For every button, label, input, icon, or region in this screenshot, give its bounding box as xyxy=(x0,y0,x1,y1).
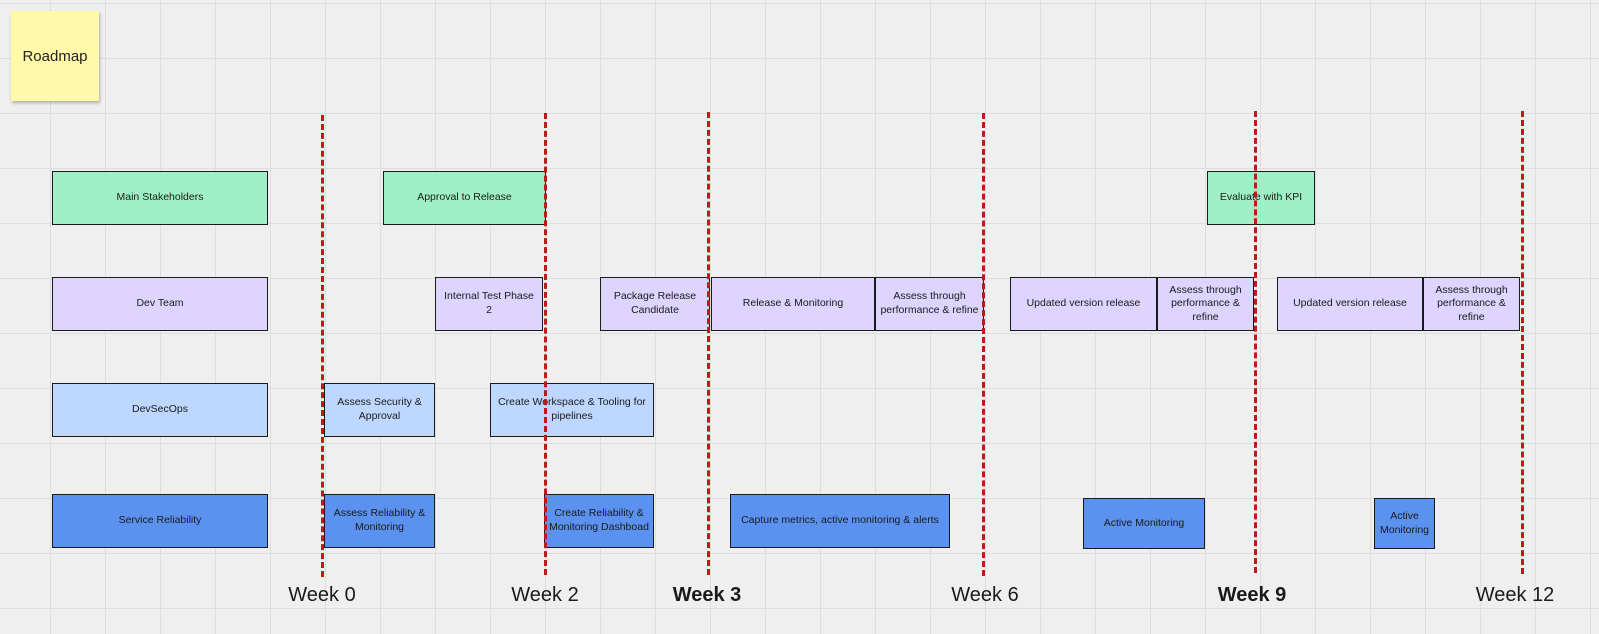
milestone-line-week-3 xyxy=(707,112,710,575)
week-label: Week 0 xyxy=(288,584,356,606)
task-create-reliability-dashboard[interactable]: Create Reliability & Monitoring Dashboad xyxy=(544,494,654,548)
lane-main-stakeholders[interactable]: Main Stakeholders xyxy=(52,171,268,225)
task-active-monitoring-1[interactable]: Active Monitoring xyxy=(1083,498,1205,549)
task-label: Create Reliability & Monitoring Dashboad xyxy=(549,507,649,533)
task-updated-version-release-2[interactable]: Updated version release xyxy=(1277,277,1423,331)
task-label: Assess Reliability & Monitoring xyxy=(333,507,426,533)
sticky-note-roadmap[interactable]: Roadmap xyxy=(11,11,99,101)
week-label: Week 12 xyxy=(1475,584,1555,606)
lane-dev-team[interactable]: Dev Team xyxy=(52,277,268,331)
task-label: Assess through performance & refine xyxy=(1169,283,1242,323)
week-label: Week 2 xyxy=(511,584,579,606)
milestone-line-week-0 xyxy=(321,115,324,577)
task-assess-performance-refine-2[interactable]: Assess through performance & refine xyxy=(1157,277,1254,331)
week-label: Week 6 xyxy=(951,584,1019,606)
task-assess-reliability-monitoring[interactable]: Assess Reliability & Monitoring xyxy=(324,494,435,548)
task-updated-version-release-1[interactable]: Updated version release xyxy=(1010,277,1157,331)
task-evaluate-with-kpi[interactable]: Evaluate with KPI xyxy=(1207,171,1315,225)
task-assess-performance-refine-3[interactable]: Assess through performance & refine xyxy=(1423,277,1520,331)
task-active-monitoring-2[interactable]: Active Monitoring xyxy=(1374,498,1435,549)
task-label: Evaluate with KPI xyxy=(1219,191,1303,204)
task-label: Capture metrics, active monitoring & ale… xyxy=(741,514,939,527)
milestone-line-week-9 xyxy=(1254,111,1257,573)
task-approval-to-release[interactable]: Approval to Release xyxy=(383,171,546,225)
task-label: Active Monitoring xyxy=(1103,516,1185,529)
task-assess-security-approval[interactable]: Assess Security & Approval xyxy=(324,383,435,437)
task-capture-metrics-alerts[interactable]: Capture metrics, active monitoring & ale… xyxy=(730,494,950,548)
task-label: Active Monitoring xyxy=(1379,509,1430,536)
task-create-workspace-tooling[interactable]: Create Workspace & Tooling for pipelines xyxy=(490,383,654,437)
task-label: Release & Monitoring xyxy=(742,297,844,310)
lane-label: Dev Team xyxy=(136,297,184,310)
task-label: Assess through performance & refine xyxy=(1435,283,1508,323)
task-internal-test-phase-2[interactable]: Internal Test Phase 2 xyxy=(435,277,543,331)
task-label: Create Workspace & Tooling for pipelines xyxy=(498,396,646,422)
milestone-line-week-6 xyxy=(982,113,985,576)
week-label: Week 3 xyxy=(672,584,742,606)
lane-service-reliability[interactable]: Service Reliability xyxy=(52,494,268,548)
task-package-release-candidate[interactable]: Package Release Candidate xyxy=(600,277,710,331)
task-label: Internal Test Phase 2 xyxy=(444,290,534,316)
task-label: Assess Security & Approval xyxy=(337,396,422,422)
lane-label: Service Reliability xyxy=(118,514,202,527)
task-label: Updated version release xyxy=(1293,297,1407,310)
lane-label: DevSecOps xyxy=(131,403,189,416)
milestone-line-week-12 xyxy=(1521,111,1524,574)
task-release-monitoring[interactable]: Release & Monitoring xyxy=(711,277,875,331)
lane-label: Main Stakeholders xyxy=(116,191,204,204)
week-label: Week 9 xyxy=(1217,584,1287,606)
task-label: Assess through performance & refine xyxy=(880,290,979,316)
task-label: Package Release Candidate xyxy=(613,290,697,316)
sticky-note-text: Roadmap xyxy=(22,47,88,65)
task-label: Updated version release xyxy=(1026,297,1141,310)
task-label: Approval to Release xyxy=(417,191,512,204)
milestone-line-week-2 xyxy=(544,113,547,575)
task-assess-performance-refine-1[interactable]: Assess through performance & refine xyxy=(875,277,984,331)
lane-devsecops[interactable]: DevSecOps xyxy=(52,383,268,437)
